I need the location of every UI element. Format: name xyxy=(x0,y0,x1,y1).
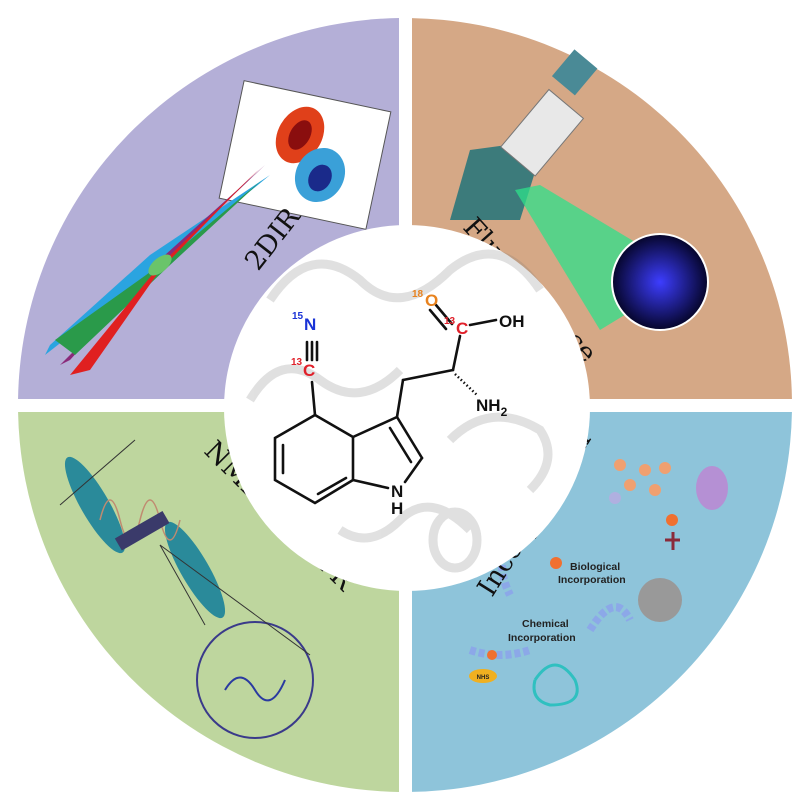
biological-incorporation-line2: Incorporation xyxy=(558,574,626,586)
nitrile-c13-isotope: 13 xyxy=(291,357,303,368)
amine-group: NH2 xyxy=(476,396,508,419)
biological-incorporation-line1: Biological xyxy=(570,561,620,573)
ring-nitrogen: N xyxy=(391,482,403,501)
nitrile-carbon: C xyxy=(303,361,315,380)
carbonyl-c13-isotope: 13 xyxy=(444,316,456,327)
2dir-laser-beams xyxy=(45,165,270,375)
o18-isotope: 18 xyxy=(412,289,424,300)
labeled-tryptophan-structure xyxy=(273,303,498,505)
ring-hydrogen: H xyxy=(391,499,403,518)
nmr-magnet-icon xyxy=(59,439,314,739)
carbonyl-oxygen: O xyxy=(425,291,438,310)
nhs-tag: NHS xyxy=(477,675,490,681)
microscope-icon xyxy=(450,49,709,331)
hydroxyl-group: OH xyxy=(499,312,525,331)
2dir-spectrum-plot xyxy=(218,80,392,230)
nitrile-nitrogen: N xyxy=(304,315,316,334)
n15-isotope: 15 xyxy=(292,311,304,322)
center-circle xyxy=(224,225,590,591)
carbonyl-carbon: C xyxy=(456,319,468,338)
chemical-incorporation-line1: Chemical xyxy=(522,618,569,630)
protein-background xyxy=(246,249,553,573)
chemical-incorporation-line2: Incorporation xyxy=(508,632,576,644)
